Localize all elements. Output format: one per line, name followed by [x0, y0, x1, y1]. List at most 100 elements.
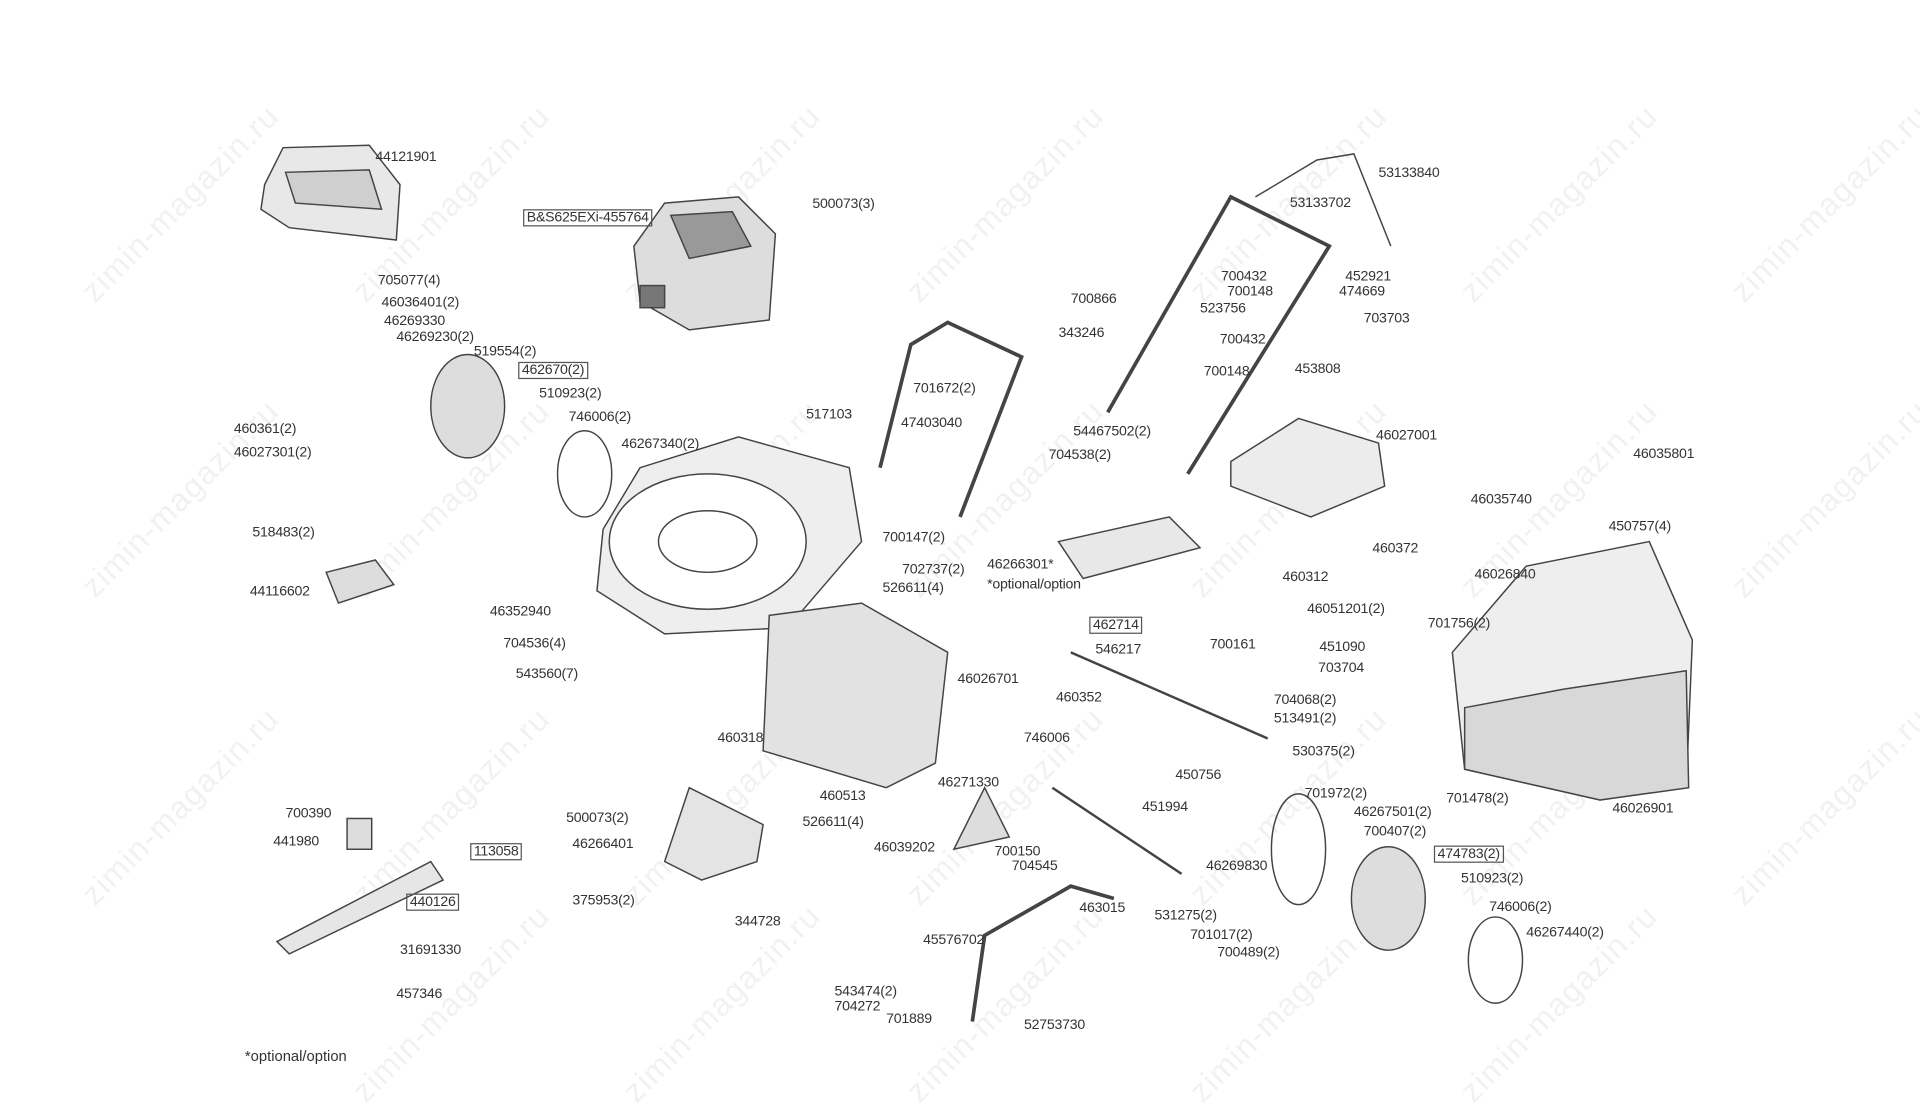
part-number-label: 530375(2) [1292, 744, 1355, 760]
part-number-label: B&S625EXi-455764 [523, 209, 653, 227]
part-number-label: 343246 [1058, 326, 1105, 341]
front-cover [325, 559, 764, 881]
part-number-label: 440126 [406, 893, 460, 911]
part-number-label: 451090 [1319, 640, 1366, 655]
part-number-label: 451994 [1142, 800, 1188, 815]
footnote: *optional/option [244, 1047, 347, 1065]
part-number-label: 47403040 [900, 416, 962, 431]
part-number-label: 46266301* [987, 557, 1054, 573]
part-number-label: 704272 [834, 999, 881, 1015]
mulch-plug [1057, 516, 1202, 580]
part-number-label: 53133702 [1289, 195, 1351, 211]
part-number-label: 701889 [886, 1011, 932, 1027]
part-number-label: 460361(2) [233, 422, 297, 437]
drive-axle [952, 651, 1269, 1022]
part-number-label: 46269830 [1206, 859, 1268, 874]
handle [1106, 153, 1392, 475]
part-number-label: 46027301(2) [233, 445, 312, 461]
part-number-label: 453808 [1294, 361, 1341, 377]
part-number-label: 702737(2) [902, 562, 965, 578]
part-number-label: 46269230(2) [396, 329, 474, 345]
part-number-label: 46026901 [1612, 801, 1674, 817]
part-number-label: 523756 [1200, 301, 1246, 317]
part-number-label: 441980 [273, 834, 320, 850]
part-number-label: 701972(2) [1304, 786, 1368, 802]
part-number-label: 703704 [1318, 660, 1364, 676]
part-number-label: 344728 [734, 914, 781, 930]
part-number-label: 46266401 [572, 836, 634, 852]
part-number-label: 460318 [717, 731, 764, 746]
part-number-label: 375953(2) [572, 893, 635, 909]
part-number-label: 450757(4) [1608, 519, 1672, 535]
rear-flap [762, 602, 949, 789]
part-number-label: 526611(4) [802, 814, 864, 830]
grass-bag [1451, 540, 1694, 801]
part-number-label: 701478(2) [1446, 791, 1509, 807]
part-number-label: 701672(2) [913, 381, 976, 397]
part-number-label: 519554(2) [473, 344, 537, 360]
part-number-label: 113058 [470, 843, 523, 861]
lower-handle [878, 320, 1024, 518]
part-number-label: 452921 [1345, 269, 1392, 285]
part-number-label: 460372 [1372, 541, 1419, 557]
part-number-label: 546217 [1095, 642, 1142, 658]
part-number-label: 46271330 [937, 775, 999, 791]
part-number-label: 518483(2) [252, 525, 315, 541]
part-number-label: 450756 [1175, 768, 1222, 783]
part-number-label: 704068(2) [1273, 692, 1337, 708]
part-number-label: 701017(2) [1190, 928, 1253, 943]
part-number-label: 45576702 [923, 932, 985, 948]
part-number-label: 510923(2) [1460, 871, 1524, 887]
part-number-label: 474783(2) [1433, 845, 1504, 863]
part-number-label: 460312 [1282, 569, 1329, 585]
part-number-label: 543560(7) [515, 667, 579, 682]
part-number-label: 746006(2) [1489, 899, 1552, 915]
part-number-label: 531275(2) [1154, 908, 1217, 924]
part-number-label: 46027001 [1376, 428, 1438, 444]
part-number-label: 513491(2) [1273, 711, 1337, 727]
part-number-label: 46269330 [384, 313, 446, 329]
part-number-label: 44121901 [375, 150, 437, 165]
part-number-label: 46026840 [1474, 567, 1536, 583]
part-number-label: 517103 [806, 407, 852, 423]
part-number-label: 46035801 [1633, 446, 1695, 462]
part-number-label: 46267340(2) [621, 436, 700, 452]
blade [275, 817, 445, 955]
part-number-label: 700390 [285, 806, 332, 821]
exploded-view-drawing [260, 144, 1694, 1022]
part-number-label: 46352940 [489, 604, 551, 620]
part-number-label: 500073(3) [812, 196, 875, 212]
part-number-label: 700866 [1070, 291, 1117, 307]
part-number-label: 700161 [1209, 637, 1256, 653]
part-number-label: 46035740 [1470, 492, 1532, 508]
rear-wheel-left [430, 353, 613, 518]
part-number-label: 46051201(2) [1307, 601, 1385, 617]
part-number-label: 457346 [396, 987, 443, 1002]
part-number-label: 510923(2) [539, 386, 602, 402]
part-number-label: 500073(2) [566, 811, 629, 826]
part-number-label: 746006(2) [568, 409, 632, 425]
part-number-label: 46267440(2) [1526, 925, 1604, 941]
part-number-label: 46039202 [873, 840, 935, 856]
part-number-label: 700432 [1219, 332, 1266, 348]
part-number-label: 46036401(2) [381, 295, 460, 311]
part-number-label: 46267501(2) [1353, 804, 1432, 820]
part-number-label: 52753730 [1024, 1017, 1086, 1033]
part-number-label: 460513 [819, 788, 866, 804]
part-number-label: 701756(2) [1427, 616, 1491, 632]
grass-deflector-cover [260, 144, 401, 241]
part-number-label: 700150 [994, 844, 1041, 860]
part-number-label: *optional/option [987, 577, 1081, 593]
part-number-label: 700148 [1203, 364, 1250, 380]
part-number-label: 53133840 [1378, 166, 1440, 181]
part-number-label: 463015 [1079, 900, 1126, 916]
engine [633, 196, 777, 331]
part-number-label: 474669 [1339, 284, 1385, 300]
part-number-label: 700407(2) [1363, 824, 1427, 840]
part-number-label: 46026701 [957, 672, 1019, 687]
part-number-label: 700489(2) [1217, 945, 1280, 961]
part-number-label: 44116602 [249, 584, 310, 600]
part-number-label: 704545 [1011, 859, 1058, 874]
part-number-label: 704538(2) [1048, 448, 1112, 463]
